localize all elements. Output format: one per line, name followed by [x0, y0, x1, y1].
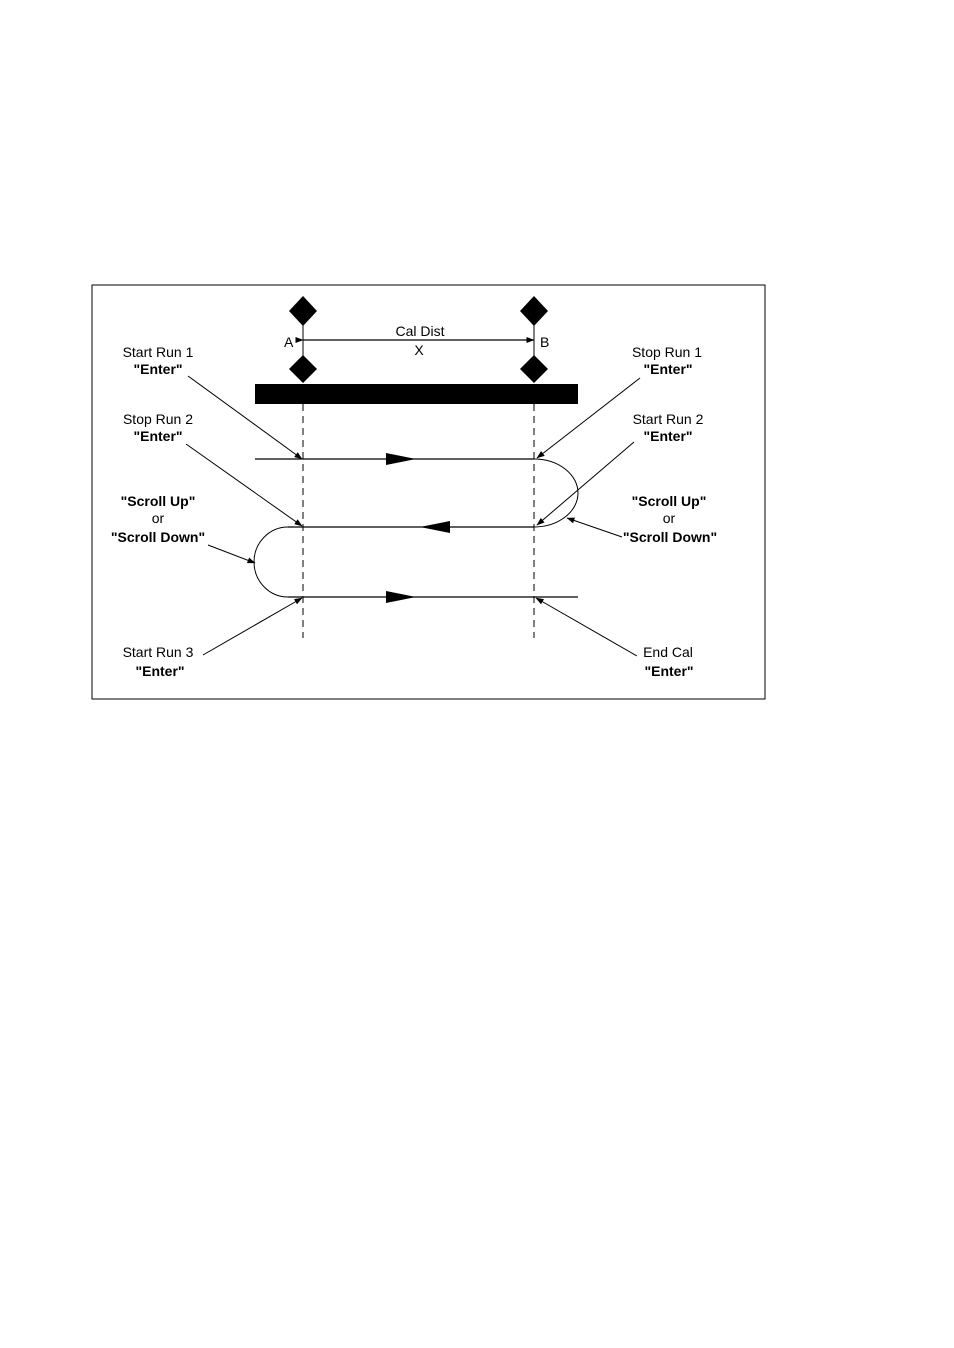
callout-scroll-right: "Scroll Up" or "Scroll Down" — [623, 493, 717, 545]
marker-b-bottom-diamond — [520, 355, 548, 383]
svg-text:Start Run 1: Start Run 1 — [123, 344, 194, 360]
callout-end-cal: End Cal "Enter" — [643, 644, 693, 679]
callout-start-run-3: Start Run 3 "Enter" — [123, 644, 194, 679]
callout-scroll-left: "Scroll Up" or "Scroll Down" — [111, 493, 205, 545]
svg-text:or: or — [152, 510, 165, 526]
svg-text:Start Run 2: Start Run 2 — [633, 411, 704, 427]
run-2-direction-arrow — [420, 521, 450, 533]
svg-text:"Scroll Down": "Scroll Down" — [623, 529, 717, 545]
svg-text:"Enter": "Enter" — [644, 663, 693, 679]
svg-text:Start Run 3: Start Run 3 — [123, 644, 194, 660]
leader-start-run-3 — [202, 597, 303, 656]
svg-text:"Enter": "Enter" — [643, 428, 692, 444]
svg-text:End Cal: End Cal — [643, 644, 693, 660]
cal-dist-symbol: X — [414, 342, 424, 358]
svg-text:"Scroll Up": "Scroll Up" — [632, 493, 707, 509]
left-turn-loop — [253, 526, 289, 598]
svg-text:"Scroll Up": "Scroll Up" — [121, 493, 196, 509]
marker-a-bottom-diamond — [289, 355, 317, 383]
svg-text:"Enter": "Enter" — [643, 361, 692, 377]
leader-start-run-2 — [536, 441, 635, 526]
marker-a-label: A — [284, 334, 294, 350]
right-turn-loop — [533, 458, 579, 528]
callout-stop-run-1: Stop Run 1 "Enter" — [632, 344, 702, 377]
diagram-frame — [91, 284, 766, 700]
marker-a-top-diamond — [289, 296, 317, 326]
run-1-direction-arrow — [386, 453, 416, 465]
marker-b-label: B — [540, 334, 549, 350]
svg-text:Stop Run 2: Stop Run 2 — [123, 411, 193, 427]
cal-dist-label: Cal Dist — [395, 323, 444, 339]
callout-start-run-1: Start Run 1 "Enter" — [123, 344, 194, 377]
callout-stop-run-2: Stop Run 2 "Enter" — [123, 411, 193, 444]
svg-text:"Scroll Down": "Scroll Down" — [111, 529, 205, 545]
svg-text:or: or — [663, 510, 676, 526]
leader-end-cal — [535, 597, 638, 657]
marker-b-top-diamond — [520, 296, 548, 326]
svg-text:"Enter": "Enter" — [133, 361, 182, 377]
svg-text:Stop Run 1: Stop Run 1 — [632, 344, 702, 360]
svg-text:"Enter": "Enter" — [133, 428, 182, 444]
callout-start-run-2: Start Run 2 "Enter" — [633, 411, 704, 444]
leader-stop-run-1 — [536, 377, 641, 459]
leader-scroll-right — [566, 517, 623, 538]
leader-scroll-left — [207, 544, 256, 564]
svg-text:"Enter": "Enter" — [135, 663, 184, 679]
leader-stop-run-2 — [185, 443, 303, 527]
reference-bar — [255, 384, 578, 404]
run-3-direction-arrow — [386, 591, 416, 603]
leader-start-run-1 — [187, 375, 303, 460]
